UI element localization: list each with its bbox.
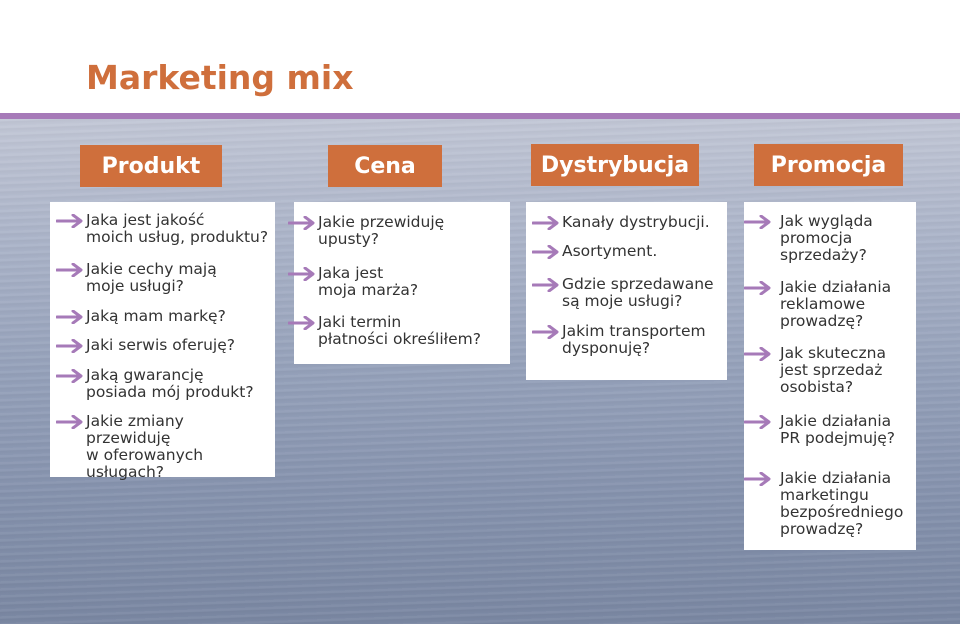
- list-item: Jakie przewiduję upusty?: [288, 214, 506, 248]
- arrow-right-icon: [56, 369, 83, 383]
- arrow-right-icon: [532, 278, 559, 292]
- list-item: Jakie działania PR podejmuję?: [744, 413, 912, 447]
- arrow-right-icon: [56, 263, 83, 277]
- list-item: Jaka jest jakość moich usług, produktu?: [56, 212, 271, 246]
- header-produkt: Produkt: [80, 145, 222, 187]
- card-promocja: Jak wygląda promocja sprzedaży? Jakie dz…: [744, 202, 916, 550]
- list-item: Jaką mam markę?: [56, 308, 271, 325]
- arrow-right-icon: [56, 339, 83, 353]
- arrow-right-icon: [744, 215, 771, 229]
- arrow-right-icon: [288, 267, 315, 281]
- title-band: [0, 0, 960, 114]
- list-item: Jaką gwarancję posiada mój produkt?: [56, 367, 271, 401]
- list-item: Jakim transportem dysponuję?: [532, 323, 723, 357]
- arrow-right-icon: [288, 316, 315, 330]
- arrow-right-icon: [532, 325, 559, 339]
- header-label: Promocja: [770, 152, 887, 178]
- list-item: Jakie działania marketingu bezpośrednieg…: [744, 470, 912, 538]
- list-item: Asortyment.: [532, 243, 723, 260]
- arrow-right-icon: [532, 216, 559, 230]
- arrow-right-icon: [744, 472, 771, 486]
- list-item: Gdzie sprzedawane są moje usługi?: [532, 276, 723, 310]
- header-label: Dystrybucja: [540, 152, 690, 178]
- list-item: Jak wygląda promocja sprzedaży?: [744, 213, 912, 264]
- list-item: Jakie działania reklamowe prowadzę?: [744, 279, 912, 330]
- arrow-right-icon: [744, 281, 771, 295]
- list-item: Jakie zmiany przewiduję w oferowanych us…: [56, 413, 271, 481]
- arrow-right-icon: [56, 214, 83, 228]
- arrow-right-icon: [56, 415, 83, 429]
- arrow-right-icon: [56, 310, 83, 324]
- header-label: Produkt: [101, 153, 201, 179]
- list-item: Jaki serwis oferuję?: [56, 337, 271, 354]
- arrow-right-icon: [532, 245, 559, 259]
- header-label: Cena: [354, 153, 416, 179]
- card-cena: Jakie przewiduję upusty? Jaka jest moja …: [288, 202, 510, 364]
- list-item: Jaka jest moja marża?: [288, 265, 506, 299]
- page-title: Marketing mix: [86, 58, 354, 97]
- arrow-right-icon: [744, 347, 771, 361]
- list-item: Kanały dystrybucji.: [532, 214, 723, 231]
- list-item: Jakie cechy mają moje usługi?: [56, 261, 271, 295]
- arrow-right-icon: [744, 415, 771, 429]
- arrow-right-icon: [288, 216, 315, 230]
- title-divider: [0, 113, 960, 119]
- header-dystrybucja: Dystrybucja: [531, 144, 699, 186]
- header-cena: Cena: [328, 145, 442, 187]
- card-dystrybucja: Kanały dystrybucji. Asortyment. Gdzie sp…: [526, 202, 727, 380]
- header-promocja: Promocja: [754, 144, 903, 186]
- list-item: Jak skuteczna jest sprzedaż osobista?: [744, 345, 912, 396]
- list-item: Jaki termin płatności określiłem?: [288, 314, 506, 348]
- card-produkt: Jaka jest jakość moich usług, produktu? …: [50, 202, 275, 481]
